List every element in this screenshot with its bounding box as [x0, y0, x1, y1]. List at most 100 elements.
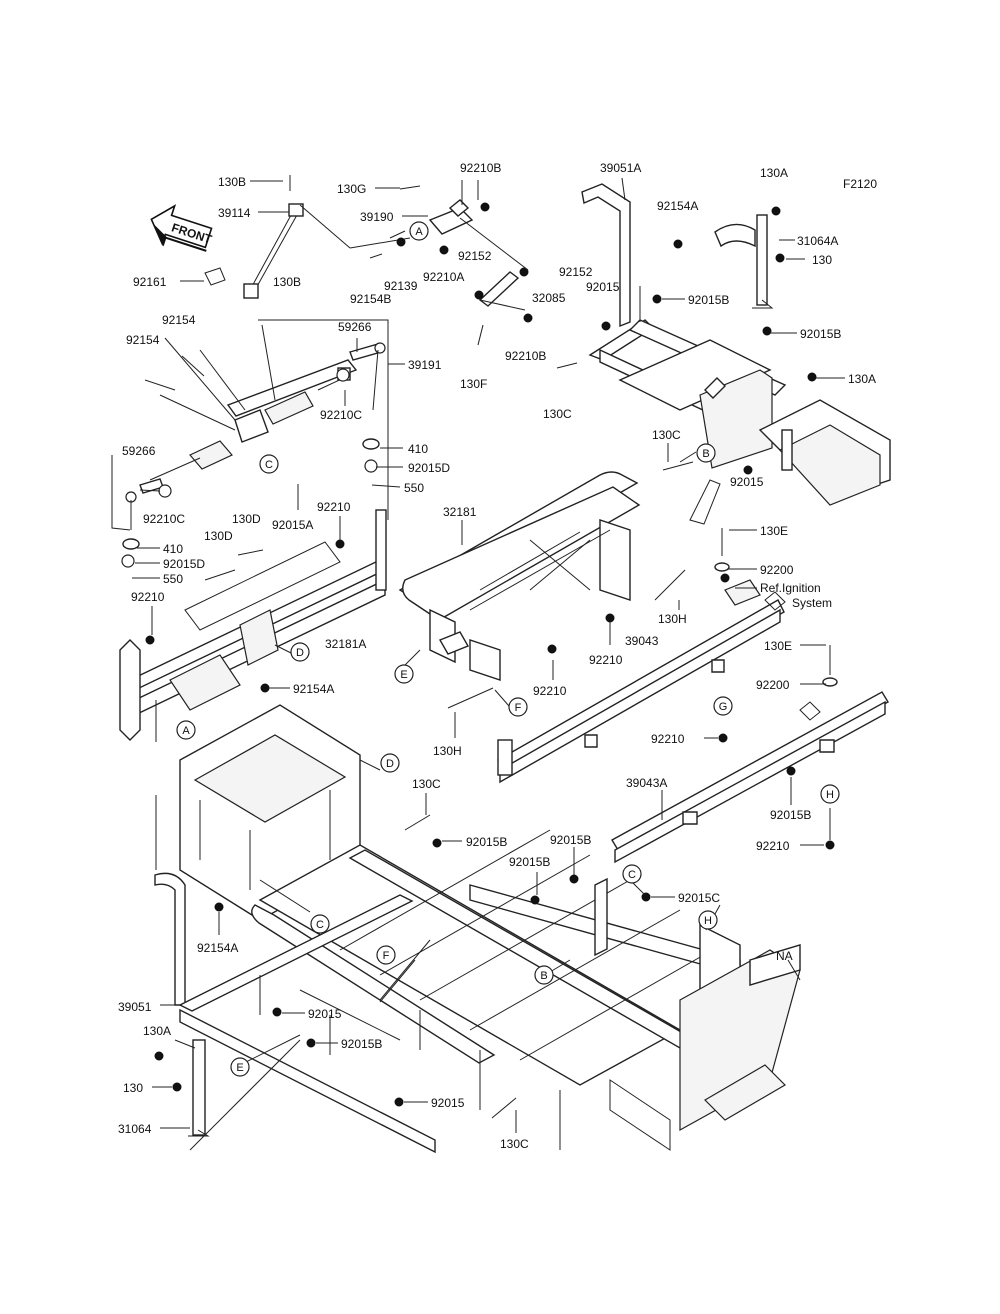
seat-frame-32181: [398, 471, 721, 709]
ref-marker-d: D: [380, 753, 400, 773]
label-130b: 130B: [218, 175, 246, 189]
label-39043: 39043: [625, 634, 659, 648]
svg-text:A: A: [182, 725, 190, 737]
ref-marker-h: H: [820, 784, 840, 804]
label-92015b: 92015B: [688, 293, 729, 307]
label-92210b: 92210B: [460, 161, 501, 175]
cross-member-39043: [497, 573, 786, 784]
label-130c: 130C: [500, 1137, 529, 1151]
ref-marker-e: E: [230, 1057, 250, 1077]
label-92210: 92210: [131, 590, 165, 604]
label-32085: 32085: [532, 291, 566, 305]
label-32181: 32181: [443, 505, 477, 519]
label-92210c: 92210C: [320, 408, 362, 422]
label-39191: 39191: [408, 358, 442, 372]
label-92015b: 92015B: [800, 327, 841, 341]
label-92015: 92015: [431, 1096, 465, 1110]
label-92015b: 92015B: [509, 855, 550, 869]
svg-text:B: B: [540, 970, 547, 982]
svg-text:E: E: [400, 669, 407, 681]
label-130f: 130F: [460, 377, 487, 391]
label-92015b: 92015B: [466, 835, 507, 849]
label-92154a: 92154A: [657, 199, 698, 213]
svg-text:D: D: [386, 758, 394, 770]
label-59266: 59266: [338, 320, 372, 334]
label-130: 130: [123, 1081, 143, 1095]
ref-marker-b: B: [696, 443, 716, 463]
cargo-bed-frame: [556, 183, 891, 506]
label-130d: 130D: [204, 529, 233, 543]
label-92015a: 92015A: [272, 518, 313, 532]
label-32181a: 32181A: [325, 637, 366, 651]
label-92200: 92200: [756, 678, 790, 692]
label-92152: 92152: [559, 265, 593, 279]
front-arrow-icon: FRONT: [150, 204, 214, 252]
label-92200: 92200: [760, 563, 794, 577]
label-92210c: 92210C: [143, 512, 185, 526]
label-130: 130: [812, 253, 832, 267]
ref-marker-f: F: [508, 697, 528, 717]
label-92015: 92015: [308, 1007, 342, 1021]
steering-assembly: [111, 175, 411, 568]
label-92015b: 92015B: [341, 1037, 382, 1051]
ref-marker-c: C: [259, 454, 279, 474]
label-92210a: 92210A: [423, 270, 464, 284]
label-130a: 130A: [760, 166, 788, 180]
label-39051a: 39051A: [600, 161, 641, 175]
ref-marker-f: F: [376, 945, 396, 965]
label-92154a: 92154A: [197, 941, 238, 955]
label-31064a: 31064A: [797, 234, 838, 248]
diagram-code: F2120: [843, 177, 877, 191]
svg-text:C: C: [628, 869, 636, 881]
ref-marker-a: A: [176, 720, 196, 740]
label-92015b: 92015B: [550, 833, 591, 847]
label-410: 410: [163, 542, 183, 556]
label-92015b: 92015B: [770, 808, 811, 822]
cross-member-39043A: [611, 528, 889, 864]
svg-text:E: E: [236, 1062, 243, 1074]
label-92154b: 92154B: [350, 292, 391, 306]
label-na: NA: [776, 949, 793, 963]
label-550: 550: [404, 481, 424, 495]
label-130c: 130C: [543, 407, 572, 421]
svg-text:H: H: [704, 915, 712, 927]
label-130c: 130C: [652, 428, 681, 442]
svg-text:C: C: [316, 919, 324, 931]
label-92015c: 92015C: [678, 891, 720, 905]
label-92210: 92210: [317, 500, 351, 514]
label-92210: 92210: [533, 684, 567, 698]
ref-marker-a: A: [409, 221, 429, 241]
ref-ignition-note: System: [792, 596, 832, 610]
label-92015: 92015: [730, 475, 764, 489]
main-chassis-frame: [154, 704, 801, 1154]
label-31064: 31064: [118, 1122, 152, 1136]
ref-marker-e: E: [394, 664, 414, 684]
label-130c: 130C: [412, 777, 441, 791]
svg-text:F: F: [515, 702, 522, 714]
label-92210: 92210: [756, 839, 790, 853]
svg-text:A: A: [415, 226, 423, 238]
svg-text:G: G: [719, 701, 728, 713]
label-410: 410: [408, 442, 428, 456]
part-labels: F2120 130B 39114 130G 92210B 39190 92210…: [118, 161, 877, 1151]
label-130a: 130A: [848, 372, 876, 386]
label-39051: 39051: [118, 1000, 152, 1014]
label-92139: 92139: [384, 279, 418, 293]
label-92154: 92154: [126, 333, 160, 347]
label-92015d: 92015D: [408, 461, 450, 475]
ref-ignition-note: Ref.Ignition: [760, 581, 821, 595]
svg-text:C: C: [265, 459, 273, 471]
label-130h: 130H: [658, 612, 687, 626]
label-92154a: 92154A: [293, 682, 334, 696]
svg-text:H: H: [826, 789, 834, 801]
ref-marker-h: H: [698, 910, 718, 930]
label-59266: 59266: [122, 444, 156, 458]
label-92152: 92152: [458, 249, 492, 263]
label-130h: 130H: [433, 744, 462, 758]
ref-marker-d: D: [290, 642, 310, 662]
seat-support-32181A: [119, 509, 387, 741]
ref-marker-b: B: [534, 965, 554, 985]
label-130e: 130E: [760, 524, 788, 538]
